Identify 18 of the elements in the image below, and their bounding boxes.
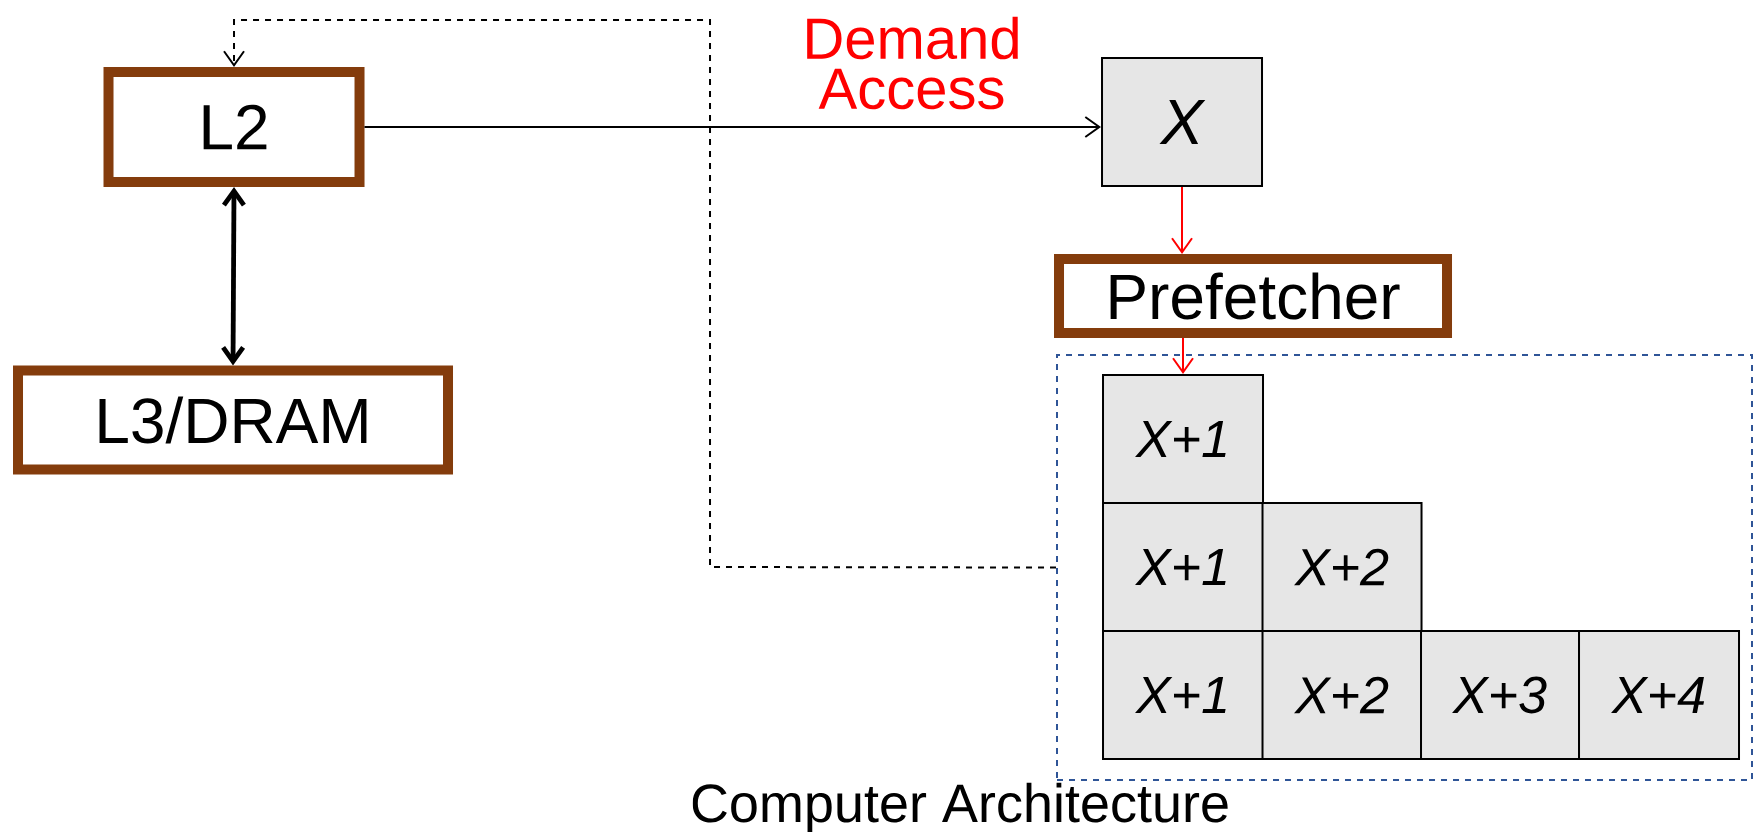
address-cell: X+1: [1102, 630, 1264, 760]
address-cell: X+2: [1261, 502, 1423, 632]
cache-box: L2: [103, 67, 365, 187]
memory-box: L3/DRAM: [13, 365, 453, 475]
arrow: [1172, 337, 1194, 374]
dashed-arrow: [223, 19, 1057, 569]
address-box: X: [1101, 57, 1263, 187]
arrow: [221, 187, 246, 366]
address-cell: X+4: [1578, 630, 1740, 760]
address-cell: X+1: [1102, 502, 1264, 632]
arrow: [1171, 186, 1193, 254]
address-cell: X+2: [1261, 630, 1423, 760]
dashed-region: [1056, 354, 1753, 781]
address-cell: X+3: [1420, 630, 1580, 760]
edge-label: Demand Access: [807, 16, 1018, 110]
prefetcher-box: Prefetcher: [1054, 254, 1452, 338]
address-cell: X+1: [1102, 374, 1264, 504]
arrow: [363, 116, 1102, 138]
